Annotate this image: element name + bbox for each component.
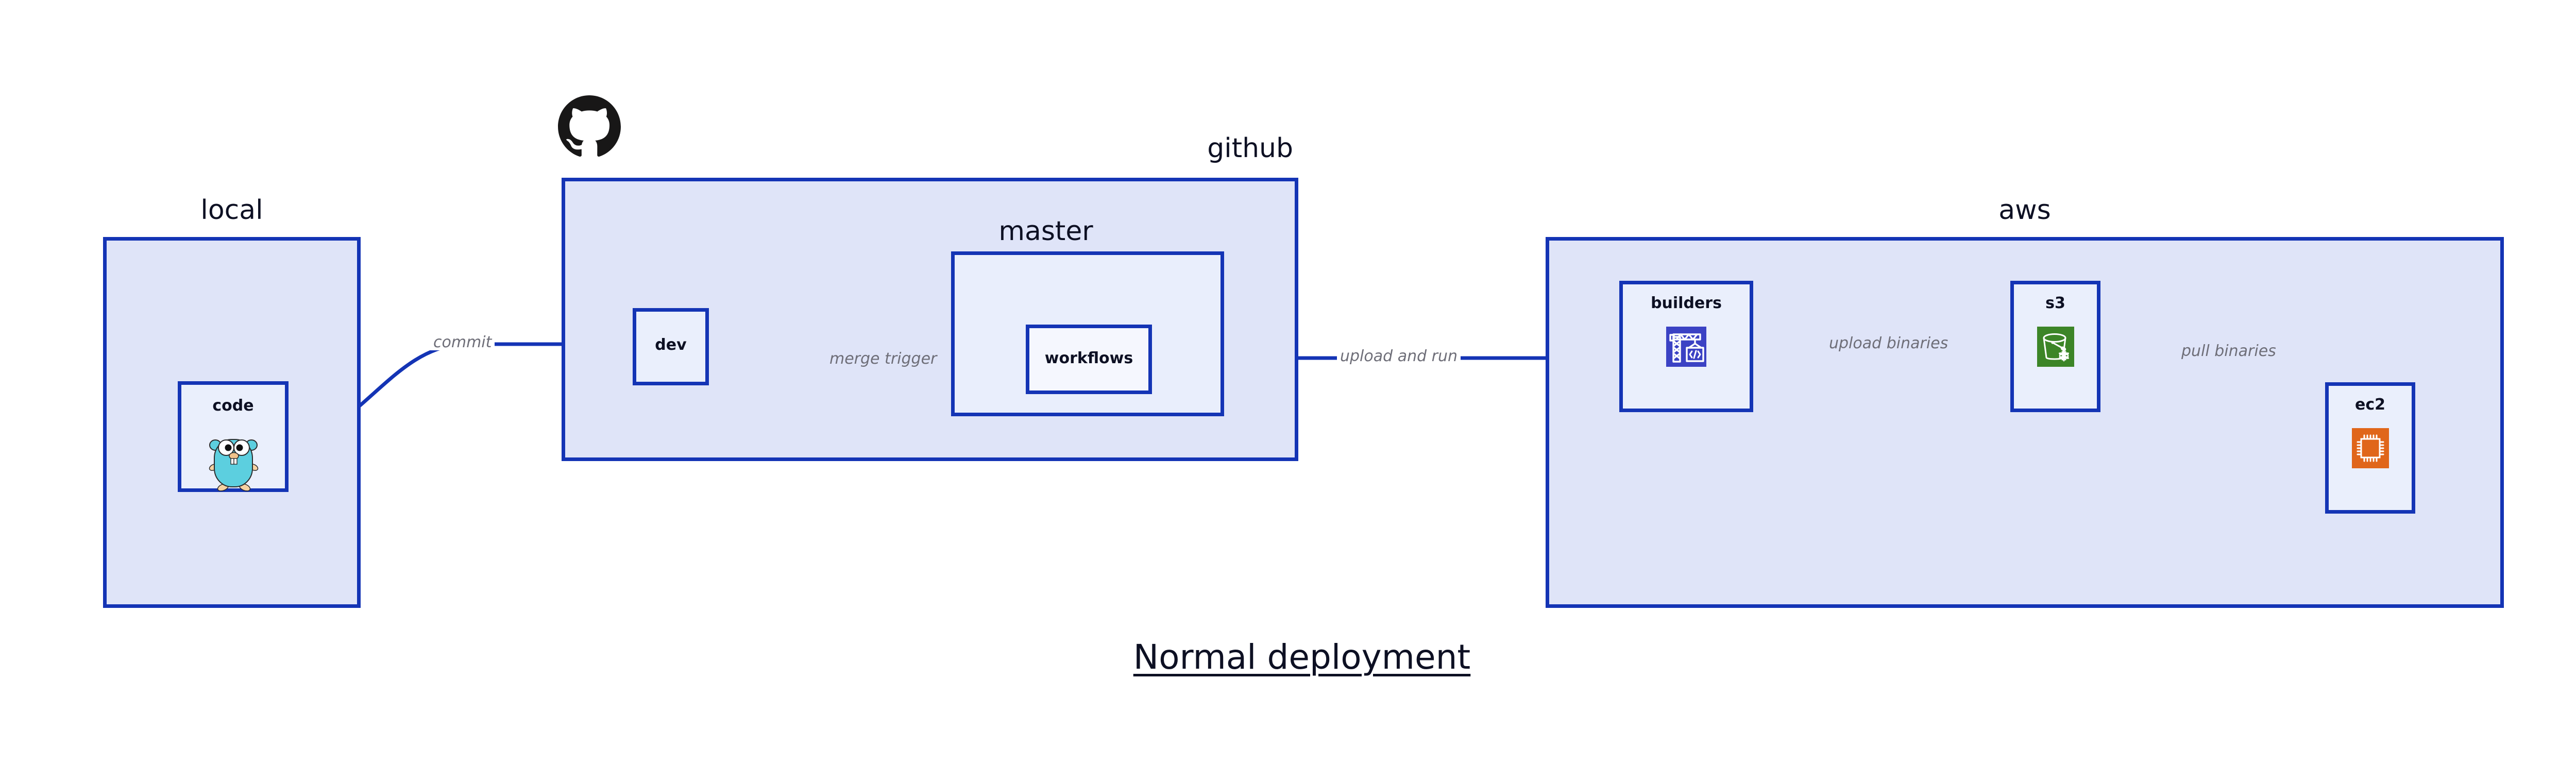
node-workflows[interactable]: workflows — [1026, 325, 1152, 394]
s3-bucket-icon — [2037, 327, 2074, 367]
node-label-s3: s3 — [2045, 294, 2065, 312]
group-label-local: local — [200, 195, 263, 226]
codebuild-icon — [1666, 327, 1706, 367]
github-octocat-icon — [558, 95, 621, 158]
node-dev[interactable]: dev — [633, 308, 709, 385]
edge-label-upload-binaries: upload binaries — [1826, 336, 1952, 351]
node-s3[interactable]: s3 — [2010, 281, 2100, 412]
node-label-dev: dev — [655, 336, 687, 354]
edge-label-commit: commit — [430, 335, 495, 350]
node-builders[interactable]: builders — [1619, 281, 1753, 412]
node-label-code: code — [212, 397, 254, 415]
go-gopher-icon — [206, 430, 261, 491]
node-ec2[interactable]: ec2 — [2325, 382, 2415, 514]
edge-label-upload-and-run: upload and run — [1337, 349, 1461, 364]
group-label-github: github — [1207, 133, 1293, 164]
node-label-workflows: workflows — [1044, 349, 1133, 367]
group-label-aws: aws — [1998, 195, 2051, 226]
node-label-builders: builders — [1651, 294, 1722, 312]
node-label-ec2: ec2 — [2354, 396, 2385, 414]
node-code[interactable]: code — [178, 381, 289, 492]
subgroup-label-master: master — [998, 216, 1093, 247]
ec2-chip-icon — [2351, 428, 2389, 468]
edge-label-merge-trigger: merge trigger — [826, 351, 940, 367]
diagram-title-text: Normal deployment — [1133, 637, 1471, 677]
edge-label-pull-binaries: pull binaries — [2178, 344, 2279, 359]
